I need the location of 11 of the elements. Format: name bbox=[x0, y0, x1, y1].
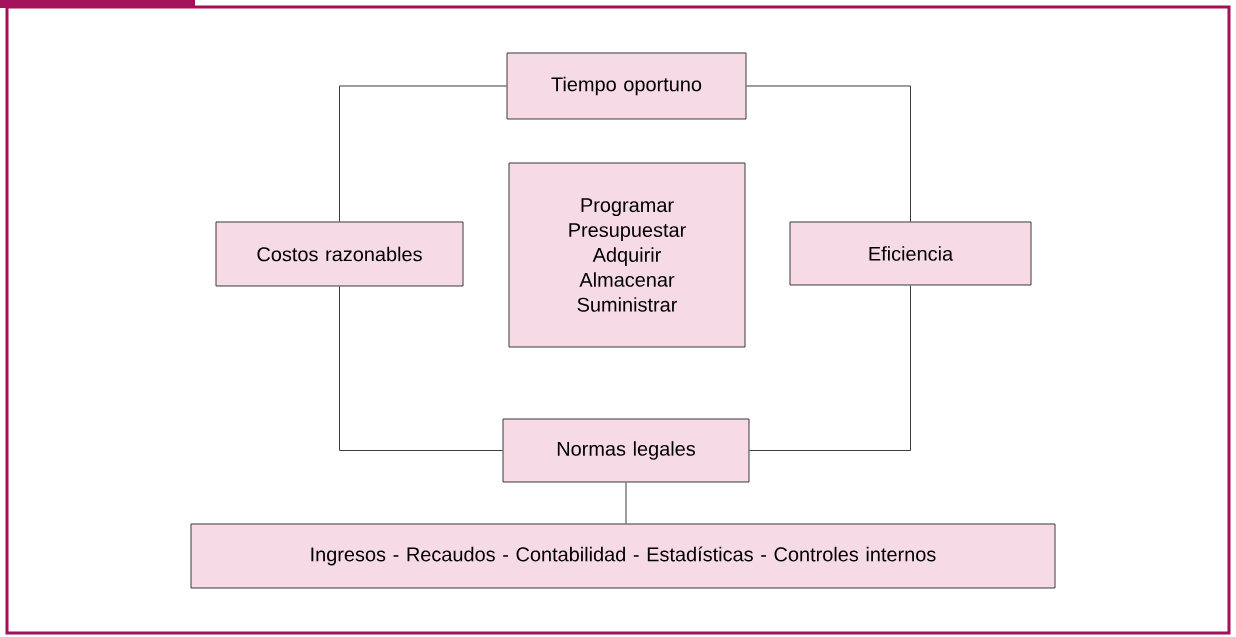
connector-line bbox=[339, 286, 503, 451]
connector-line bbox=[746, 85, 911, 222]
process-box: Tiempo oportuno bbox=[506, 52, 747, 120]
connector-line bbox=[625, 482, 627, 524]
process-box: Normas legales bbox=[502, 418, 750, 483]
process-box: Ingresos - Recaudos - Contabilidad - Estadísticas - Controles internos bbox=[190, 523, 1056, 589]
connector-line bbox=[339, 85, 507, 222]
process-box: Eficiencia bbox=[789, 221, 1032, 286]
process-box: Programar Presupuestar Adquirir Almacenar Suministrar bbox=[508, 162, 746, 348]
process-box: Costos razonables bbox=[215, 221, 464, 287]
connector-line bbox=[749, 285, 911, 451]
